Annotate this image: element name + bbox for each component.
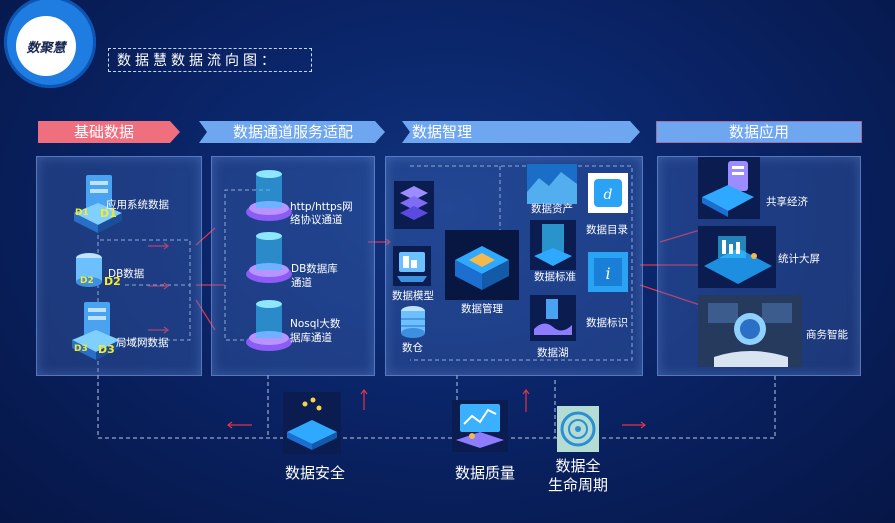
stage-arrow-3 xyxy=(402,121,640,143)
data-lifecycle-label-1: 数据全 xyxy=(555,457,601,475)
stage-box-4 xyxy=(656,121,862,143)
svg-text:d: d xyxy=(604,187,613,203)
db-channel-label-2: 通道 xyxy=(291,277,312,289)
nosql-channel-label-2: 据库通道 xyxy=(290,332,332,344)
data-lake-label: 数据湖 xyxy=(537,347,569,359)
data-security-icon xyxy=(283,392,341,454)
http-channel-icon xyxy=(246,170,292,221)
stage-governance: 数据智理 xyxy=(412,123,473,141)
page-title: 数据慧数据流向图： xyxy=(108,48,312,72)
data-management-label: 数据管理 xyxy=(461,303,503,315)
stage-basic-data: 基础数据 xyxy=(73,123,134,141)
app-data-label: 应用系统数据 xyxy=(106,199,169,211)
business-intelligence-label: 商务智能 xyxy=(806,329,848,341)
lan-data-label: 局域网数据 xyxy=(116,337,169,349)
data-quality-icon xyxy=(452,400,508,452)
http-channel-label-2: 络协议通道 xyxy=(290,214,343,226)
tag-d1-small: D1 xyxy=(75,208,89,218)
data-identifier-label: 数据标识 xyxy=(586,317,628,329)
tag-d1: D1 xyxy=(100,207,117,220)
svg-text:i: i xyxy=(605,264,610,283)
db-channel-icon xyxy=(246,232,292,283)
data-catalog-icon: d xyxy=(588,173,628,213)
sharing-economy-label: 共享经济 xyxy=(766,196,808,208)
stage-arrow-2 xyxy=(199,121,385,143)
data-catalog-label: 数据目录 xyxy=(586,224,628,236)
data-warehouse-icon xyxy=(401,306,425,338)
stage-channel-adapter: 数据通道服务适配 xyxy=(232,123,353,141)
app-data-icon xyxy=(74,175,122,233)
panel-basic-data xyxy=(36,156,202,376)
business-intelligence-icon xyxy=(698,295,802,367)
data-standard-icon xyxy=(530,220,576,270)
layers-icon xyxy=(394,181,434,229)
data-lifecycle-label-2: 生命周期 xyxy=(547,476,608,494)
data-lake-icon xyxy=(530,295,576,341)
logo-text: 数聚慧 xyxy=(16,16,76,76)
db-data-label: DB数据 xyxy=(108,268,145,280)
data-standard-label: 数据标准 xyxy=(534,271,576,283)
data-asset-icon xyxy=(527,164,577,204)
data-asset-label: 数据资产 xyxy=(531,203,573,215)
tag-d2-small: D2 xyxy=(80,276,94,286)
lan-data-icon xyxy=(72,302,120,360)
data-model-icon xyxy=(393,246,431,286)
nosql-channel-icon xyxy=(246,300,292,351)
tag-d2: D2 xyxy=(104,275,121,288)
data-management-icon xyxy=(445,230,519,300)
stats-screen-icon xyxy=(698,226,776,288)
tag-d3-small: D3 xyxy=(74,344,88,354)
tag-d3: D3 xyxy=(98,343,115,356)
data-model-label: 数据模型 xyxy=(392,290,434,302)
stats-screen-label: 统计大屏 xyxy=(778,253,820,265)
panel-channels xyxy=(211,156,375,376)
stage-arrow-1 xyxy=(38,121,180,143)
http-channel-label-1: http/https网 xyxy=(290,201,353,213)
data-quality-label: 数据质量 xyxy=(454,464,515,482)
sharing-economy-icon xyxy=(698,157,760,219)
stage-application: 数据应用 xyxy=(728,123,789,141)
data-security-label: 数据安全 xyxy=(284,464,345,482)
db-data-icon xyxy=(76,253,102,287)
data-identifier-icon: i xyxy=(588,252,628,292)
data-lifecycle-icon xyxy=(557,406,599,452)
nosql-channel-label-1: Nosql大数 xyxy=(290,318,341,330)
db-channel-label-1: DB数据库 xyxy=(291,263,338,275)
data-warehouse-label: 数仓 xyxy=(402,342,423,354)
